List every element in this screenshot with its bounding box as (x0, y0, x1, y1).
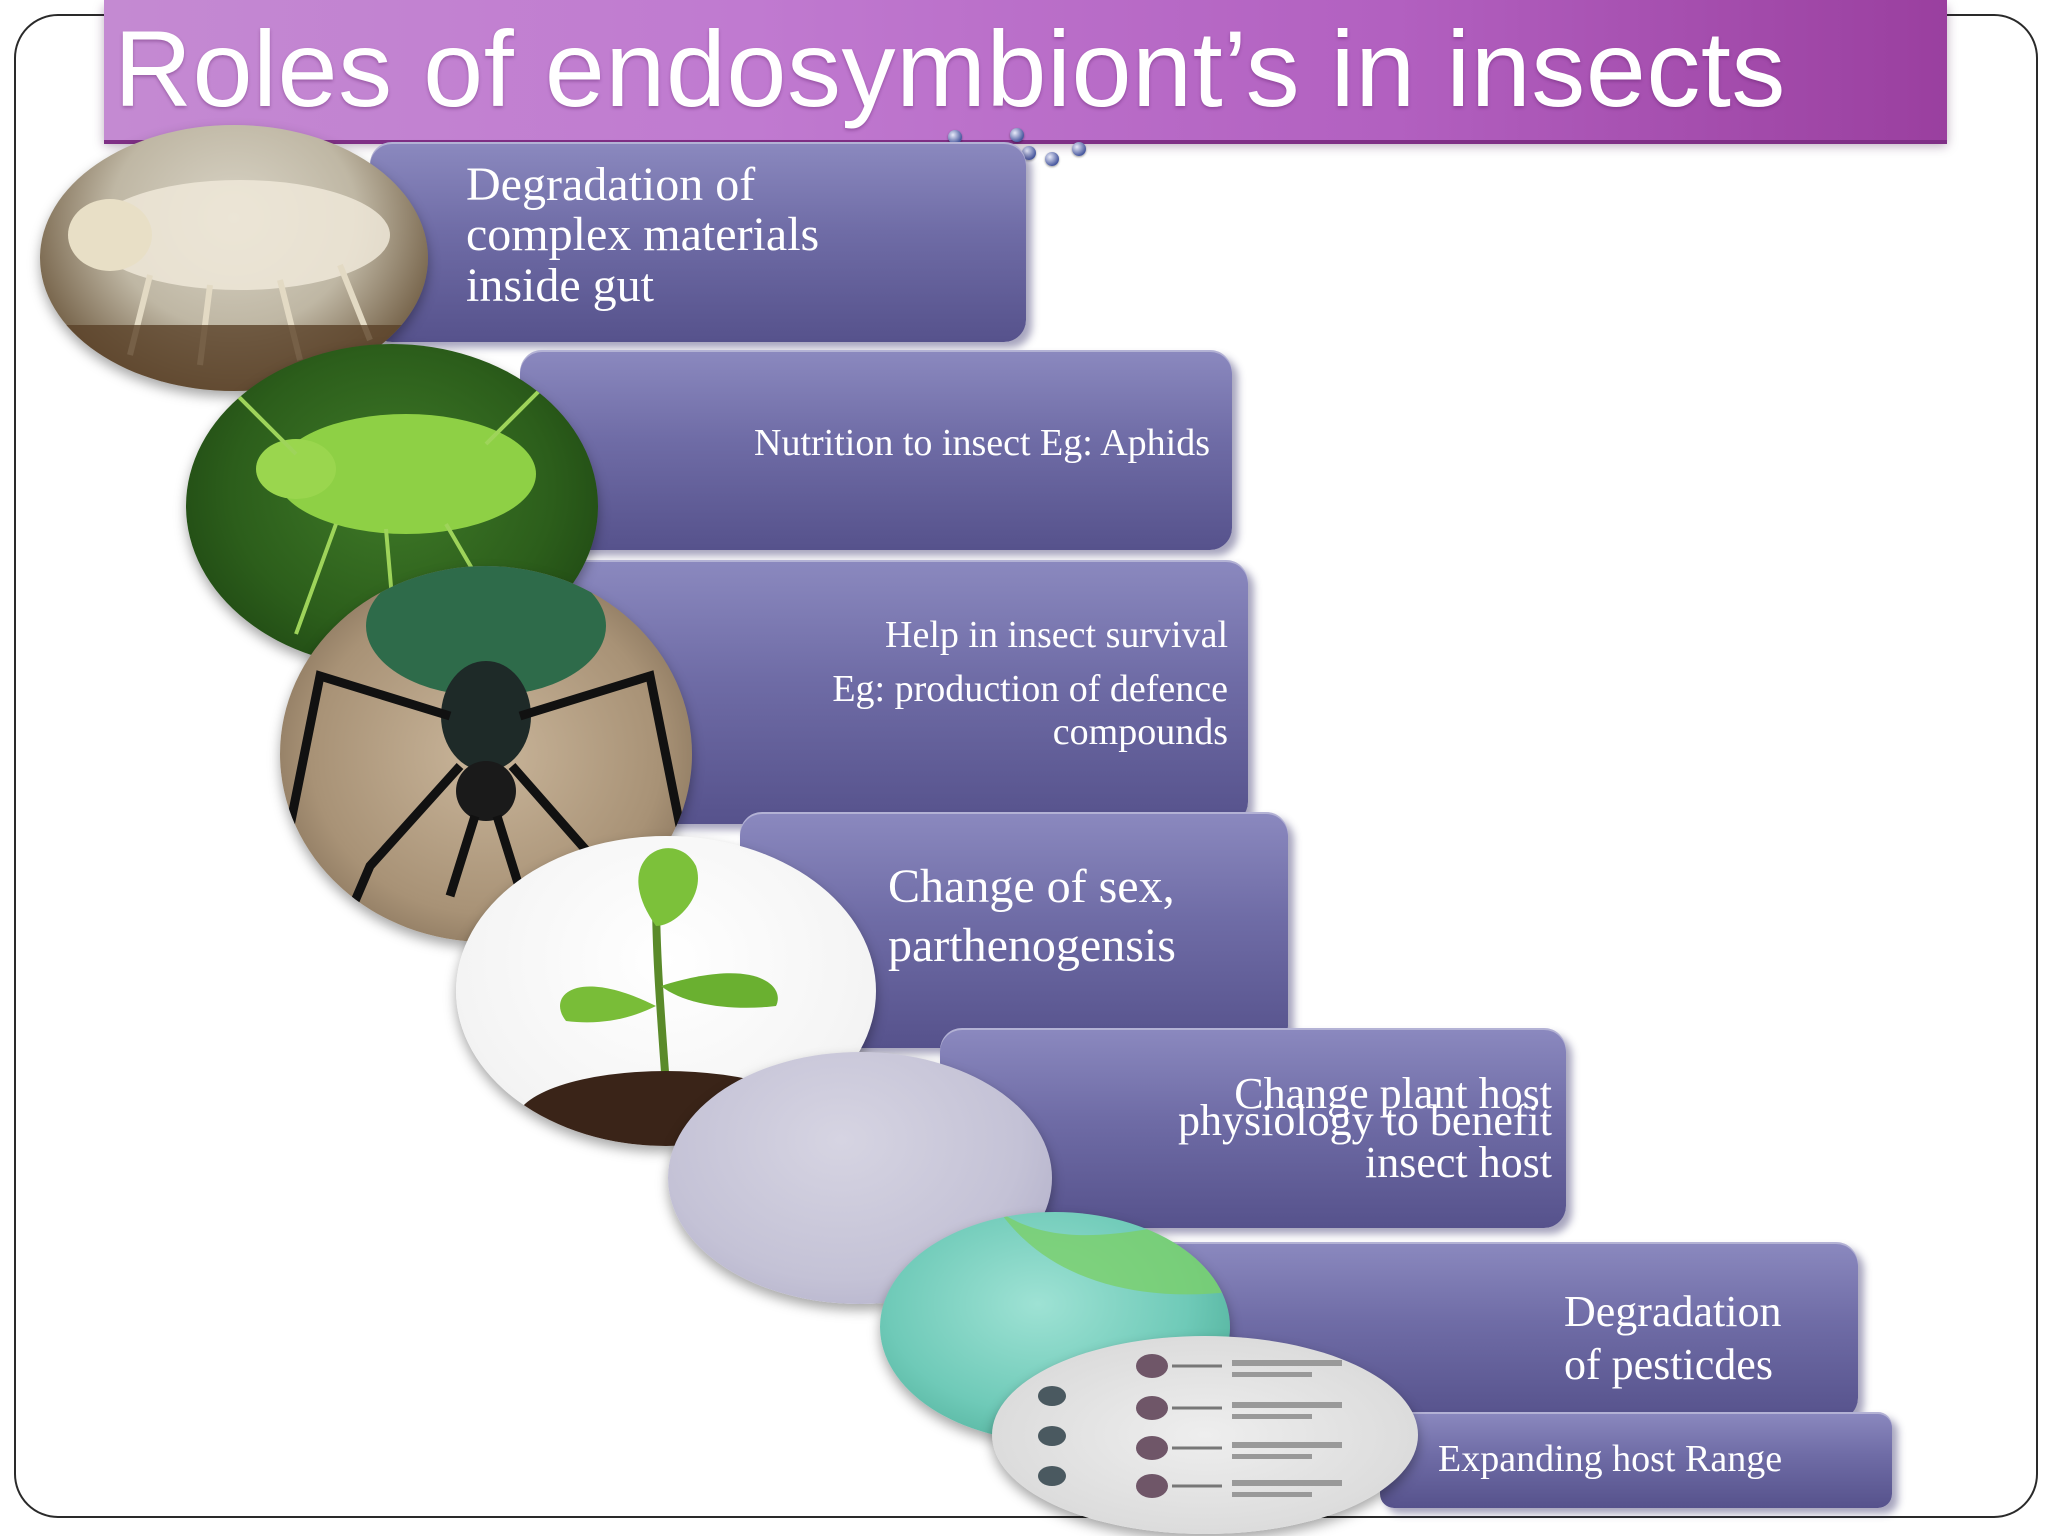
step-5-line-2: physiology to benefit (1178, 1096, 1552, 1146)
insect-diagram-photo (992, 1336, 1418, 1534)
step-7-box: Expanding host Range (1380, 1412, 1892, 1508)
step-2-box: Nutrition to insect Eg: Aphids (520, 350, 1232, 550)
step-2-label: Nutrition to insect Eg: Aphids (754, 422, 1210, 464)
step-7-label: Expanding host Range (1438, 1438, 1783, 1480)
step-4-line-2: parthenogensis (888, 918, 1176, 972)
step-3-line-2: Eg: production of defence (832, 667, 1228, 710)
bead-icon (1045, 152, 1059, 166)
step-1-box: Degradation of complex materials inside … (370, 142, 1026, 342)
title-bar: Roles of endosymbiont’s in insects (104, 0, 1947, 140)
step-1-line-2: complex materials (466, 208, 820, 262)
aphid-icon (224, 362, 568, 646)
insect-diagram-icon (1038, 1354, 1342, 1498)
step-6-line-2: of pesticdes (1564, 1339, 1773, 1389)
step-3-line-1: Help in insect survival (885, 614, 1228, 656)
bead-icon (1072, 142, 1086, 156)
step-1-line-3: inside gut (466, 258, 654, 312)
bead-icon (1010, 128, 1024, 142)
slide-title: Roles of endosymbiont’s in insects (114, 8, 1786, 129)
step-4-line-1: Change of sex, (888, 860, 1175, 913)
step-6-line-1: Degradation (1564, 1287, 1782, 1336)
bead-icon (1022, 146, 1036, 160)
step-3-line-3: compounds (1052, 711, 1228, 754)
step-1-line-1: Degradation of (466, 158, 756, 211)
step-5-line-3: insect host (1365, 1137, 1552, 1187)
bead-icon (948, 130, 962, 144)
